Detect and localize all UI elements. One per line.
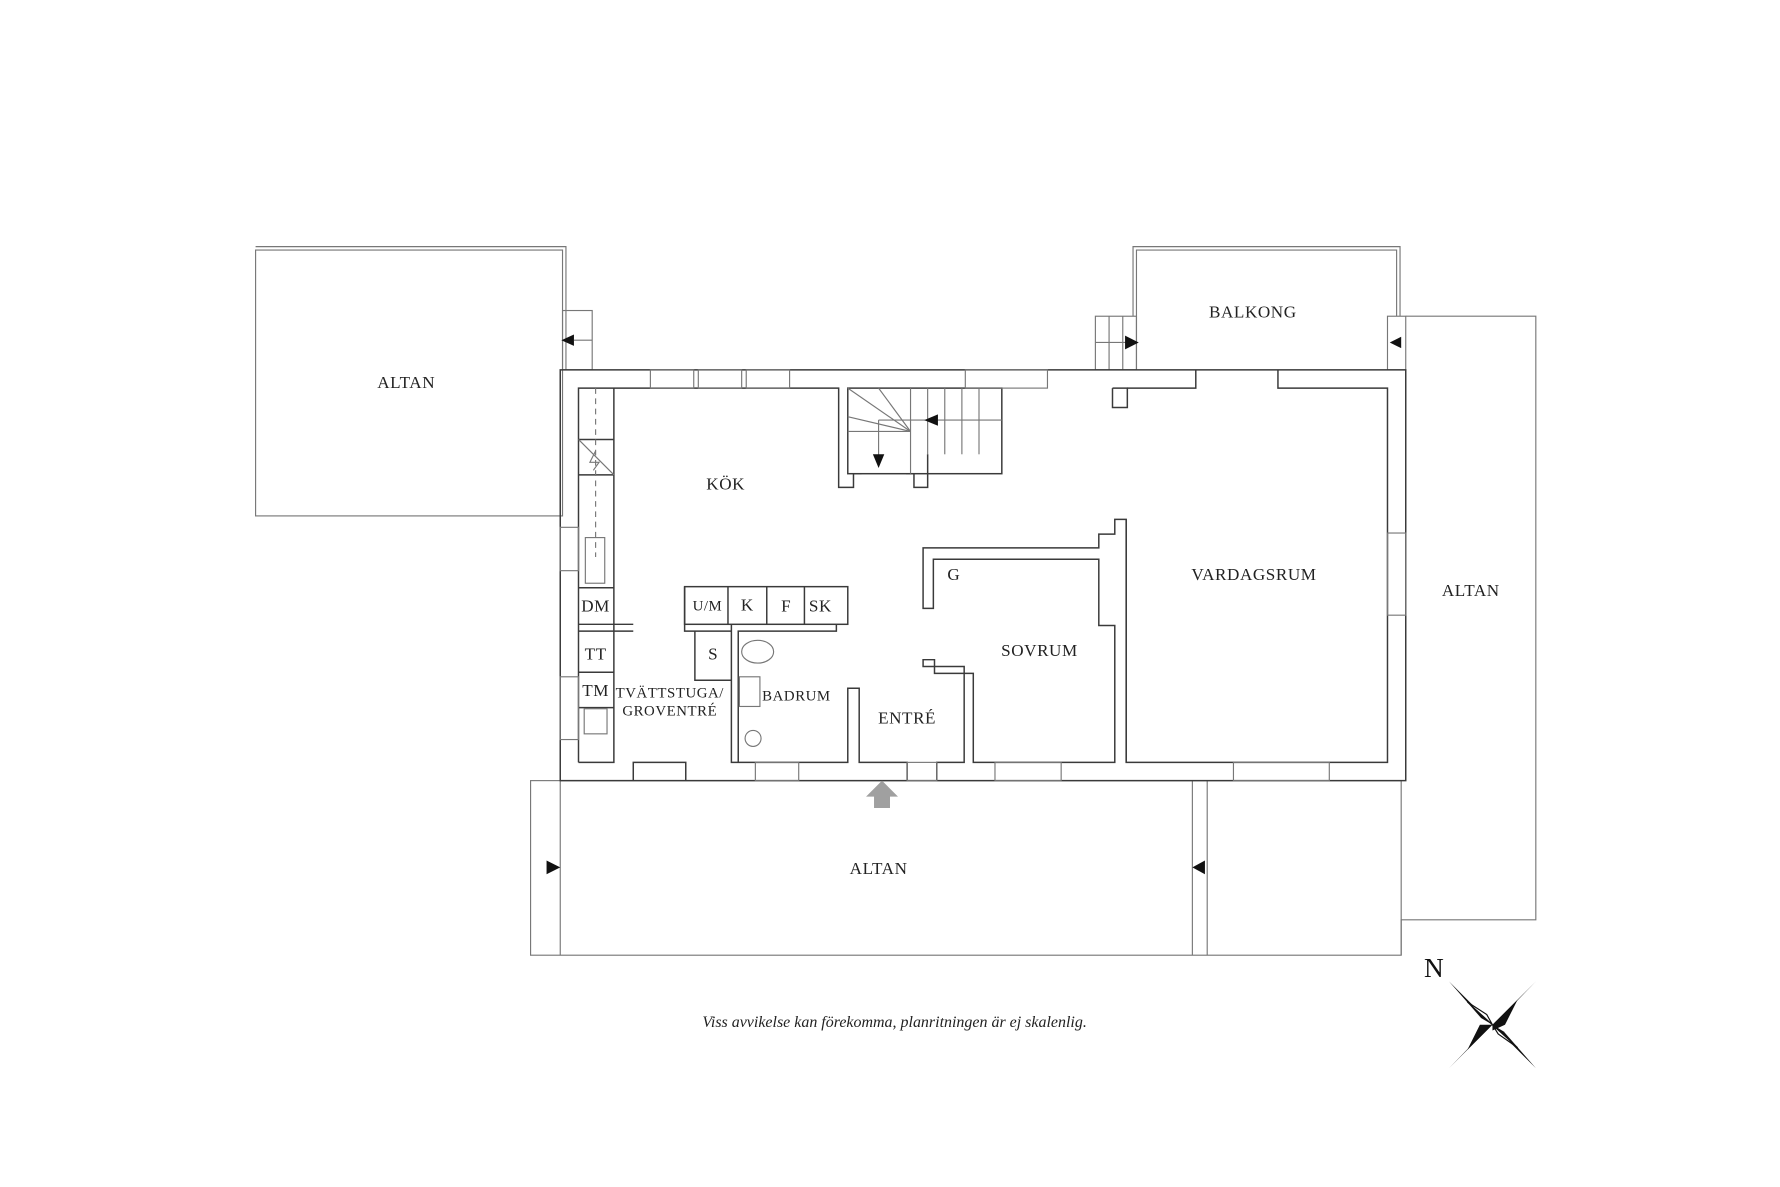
room-label-tvattstuga: TVÄTTSTUGA/ [616,684,725,701]
label-sk: SK [809,597,832,616]
room-label-altan-east: ALTAN [1442,581,1500,600]
label-um: U/M [693,599,723,615]
altan-east [1400,315,1537,956]
altan-west [255,246,593,517]
room-label-altan-west: ALTAN [377,373,435,392]
room-label-vardagsrum: VARDAGSRUM [1191,565,1316,584]
entrance-arrow [866,780,898,809]
room-label-groventre: GROVENTRÉ [622,703,717,720]
house-walls [559,369,1407,782]
label-s: S [708,645,718,664]
room-label-balkong: BALKONG [1209,302,1297,321]
label-f: F [781,597,791,616]
balkong [1094,246,1407,371]
compass-rose-icon: N [1424,953,1536,1069]
room-label-sovrum: SOVRUM [1001,641,1078,660]
room-label-entre: ENTRÉ [878,709,936,728]
room-label-altan-south: ALTAN [850,859,908,878]
label-dm: DM [581,597,610,616]
label-k: K [741,596,754,615]
room-label-g: G [947,565,960,584]
windows [559,369,1407,782]
label-tm: TM [582,681,609,700]
label-tt: TT [585,645,607,664]
room-label-badrum: BADRUM [762,689,831,705]
room-label-kok: KÖK [706,475,745,494]
altan-south [530,780,1402,956]
disclaimer: Viss avvikelse kan förekomma, planritnin… [702,1014,1087,1031]
svg-text:N: N [1424,953,1444,983]
